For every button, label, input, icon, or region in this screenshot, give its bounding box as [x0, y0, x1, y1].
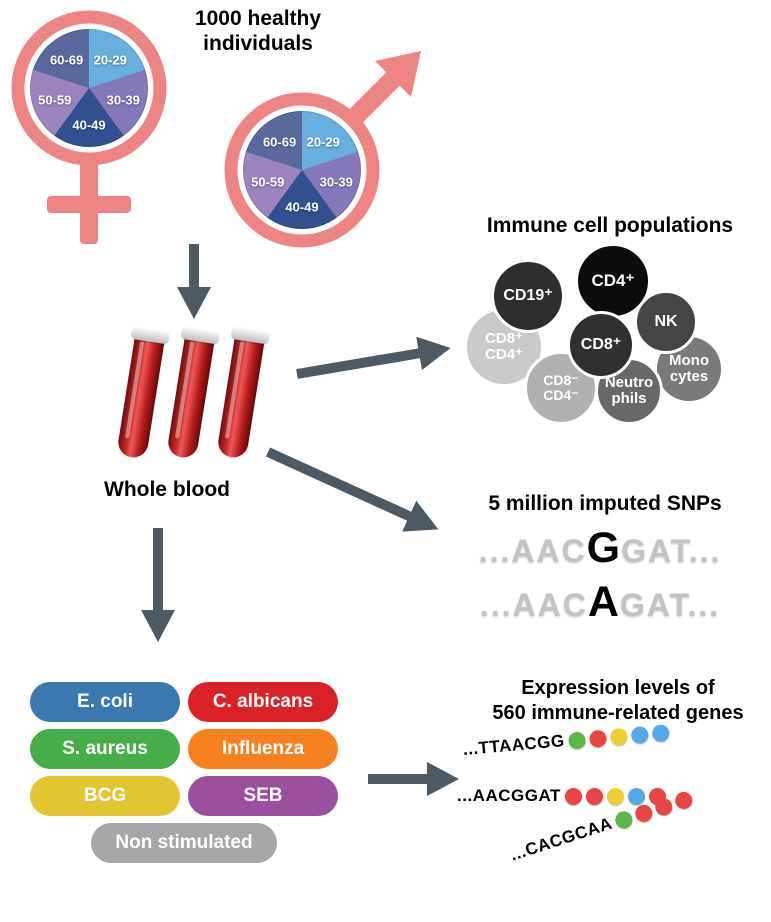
expression-rows: ...TTAACGG ...AACGGAT ...CACGCAA	[455, 723, 771, 918]
gene-expression-dot	[630, 725, 649, 744]
gene-expression-dot	[567, 730, 587, 750]
gene-expression-dot	[564, 787, 582, 805]
stimulus-pill: E. coli	[30, 682, 180, 722]
snps-title: 5 million imputed SNPs	[488, 492, 722, 515]
stimulus-pill: S. aureus	[30, 729, 180, 769]
snp-prefix: ...AAC	[479, 586, 588, 623]
immune-cell-label: CD19⁺	[503, 286, 553, 304]
gene-sequence-row: ...AACGGAT	[457, 786, 666, 806]
gene-sequence-text: ...CACGCAA	[507, 813, 615, 865]
age-group-label: 20-29	[93, 52, 127, 68]
cohort-title-line1: 1000 healthy	[194, 7, 322, 30]
immune-cell-label: Neutro	[604, 374, 654, 392]
age-group-label: 40-49	[285, 199, 319, 215]
blood-tube	[216, 325, 271, 461]
blood-tube	[166, 325, 221, 461]
gene-expression-dot	[585, 787, 603, 805]
snp-prefix: ...AAC	[478, 533, 587, 569]
expression-title: Expression levels of 560 immune-related …	[468, 676, 768, 726]
age-group-label: 60-69	[49, 52, 84, 68]
stimulus-pill: BCG	[30, 776, 180, 816]
blood-tubes	[116, 322, 293, 480]
gene-expression-dot	[633, 802, 655, 824]
expression-title-line2: 560 immune-related genes	[492, 702, 744, 724]
arrow-blood-to-cells	[296, 336, 451, 379]
immune-cell-label: phils	[611, 390, 647, 407]
immune-cell-label: CD8⁻	[543, 372, 579, 389]
gene-sequence-text: ...TTAACGG	[462, 731, 566, 759]
stimulus-pill: Non stimulated	[91, 823, 277, 863]
age-group-label: 50-59	[251, 174, 285, 190]
stimulus-pill: SEB	[188, 776, 338, 816]
immune-cell-label: CD4⁺	[591, 271, 635, 291]
snp-variant-allele: G	[586, 524, 622, 572]
blood-tube-body	[216, 334, 265, 460]
immune-cell-label: NK	[654, 312, 678, 330]
female-symbol-shape	[11, 10, 167, 244]
gene-expression-dot	[672, 789, 695, 811]
age-group-label: 60-69	[262, 134, 297, 150]
immune-cell: CD8⁺	[567, 311, 635, 379]
snp-suffix: GAT...	[621, 533, 722, 569]
snp-sequence: ...AACAGAT...	[430, 576, 770, 630]
gene-expression-dot	[609, 727, 629, 746]
gene-expression-dot	[606, 787, 624, 805]
expression-title-line1: Expression levels of	[521, 677, 715, 699]
gene-expression-dot	[652, 795, 675, 818]
snp-variant-allele: A	[587, 577, 620, 626]
immune-cell-label: CD8⁺	[580, 335, 622, 353]
whole-blood-label: Whole blood	[104, 478, 230, 501]
cohort-title-line2: individuals	[203, 32, 313, 56]
immune-cell-label: CD4⁻	[543, 387, 579, 403]
gene-expression-dot	[613, 808, 635, 831]
cohort-title: 1000 healthy individuals	[178, 6, 338, 56]
stimulus-pill: C. albicans	[188, 682, 338, 722]
age-group-label: 30-39	[106, 92, 140, 108]
immune-cell-label: CD4⁺	[485, 346, 523, 363]
age-group-label: 50-59	[38, 92, 72, 108]
stimulus-pill: Influenza	[188, 729, 338, 769]
blood-tube-body	[166, 334, 215, 460]
immune-cell: CD4⁺	[575, 243, 651, 319]
gene-expression-dot	[588, 728, 608, 748]
age-group-label: 30-39	[319, 174, 353, 190]
snp-sequences: ...AACGGAT... ...AACAGAT...	[430, 522, 770, 630]
immune-cell: CD19⁺	[491, 259, 565, 333]
male-symbol-shape	[224, 51, 421, 248]
immune-cells-title: Immune cell populations	[486, 214, 734, 237]
blood-tube-body	[116, 334, 165, 460]
age-group-label: 40-49	[72, 117, 106, 133]
immune-cell-label: CD8⁺	[485, 330, 523, 348]
gene-sequence-text: ...AACGGAT	[457, 786, 561, 805]
age-group-label: 20-29	[306, 134, 340, 150]
immune-cell-label: Mono	[669, 352, 709, 370]
gene-expression-dot	[651, 723, 670, 742]
snp-suffix: GAT...	[619, 586, 721, 623]
gene-expression-dot	[627, 787, 645, 805]
blood-tube	[116, 325, 171, 461]
snp-sequence: ...AACGGAT...	[430, 522, 770, 576]
immune-cell-label: cytes	[669, 368, 709, 385]
gene-sequence-row: ...TTAACGG	[462, 722, 670, 760]
